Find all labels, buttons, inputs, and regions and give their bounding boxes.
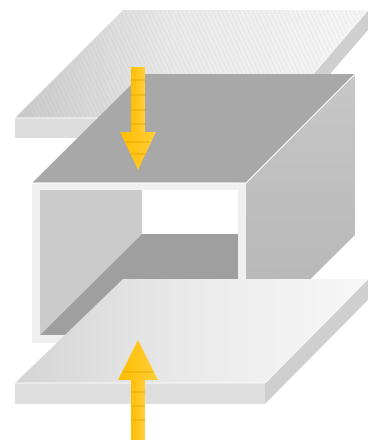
box-top-face <box>32 74 355 183</box>
up-arrow-icon <box>118 340 158 440</box>
down-arrow-icon <box>120 67 156 170</box>
bottom-plate <box>15 278 369 404</box>
box-side-face <box>246 74 355 343</box>
